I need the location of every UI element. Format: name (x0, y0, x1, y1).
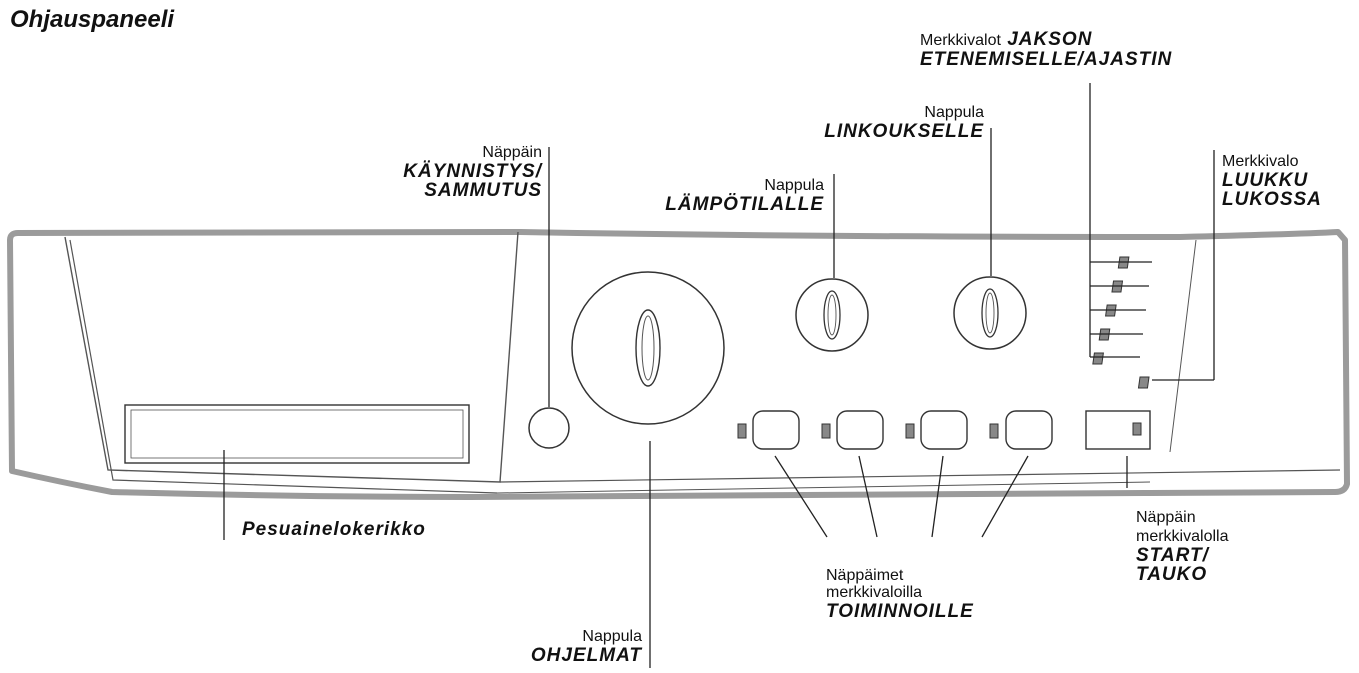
panel-lower-line-2 (496, 481, 1151, 494)
on-off-label: Näppäin KÄYNNISTYS/ SAMMUTUS (330, 143, 542, 200)
progress-name-2: ETENEMISELLE/AJASTIN (920, 49, 1173, 70)
temperature-label: Nappula LÄMPÖTILALLE (600, 176, 824, 214)
drawer-handle (124, 404, 470, 464)
panel-outline (7, 229, 1350, 500)
drawer-outline (64, 231, 519, 483)
door-lock-light (1137, 376, 1150, 389)
start-pause-prefix-2: merkkivalolla (1136, 528, 1229, 545)
drawer-lower-edge (69, 239, 498, 494)
spin-prefix: Nappula (924, 104, 984, 121)
start-pause-name-1: START/ (1136, 545, 1209, 566)
panel-right-seam (1169, 239, 1197, 453)
on-off-name-2: SAMMUTUS (424, 180, 542, 201)
temperature-knob (795, 278, 869, 352)
program-name: OHJELMAT (530, 645, 642, 666)
start-pause-prefix-1: Näppäin (1136, 509, 1196, 526)
door-lock-label: Merkkivalo LUUKKU LUKOSSA (1222, 152, 1357, 209)
on-off-button (528, 407, 570, 449)
start-pause-label: Näppäin merkkivalolla START/ TAUKO (1136, 508, 1316, 584)
start-pause-button (1085, 410, 1151, 450)
panel-lower-line (499, 469, 1341, 483)
door-lock-name-2: LUKOSSA (1222, 189, 1322, 210)
page-title: Ohjauspaneeli (10, 6, 175, 33)
start-pause-name-2: TAUKO (1136, 564, 1208, 585)
door-lock-name-1: LUUKKU (1222, 170, 1309, 191)
temperature-prefix: Nappula (764, 177, 824, 194)
progress-name-1: JAKSON (1007, 29, 1093, 50)
on-off-name-1: KÄYNNISTYS/ (403, 161, 542, 182)
on-off-prefix: Näppäin (482, 144, 542, 161)
detergent-name: Pesuainelokerikko (242, 519, 426, 540)
function-prefix-2: merkkivaloilla (826, 584, 923, 601)
function-name: TOIMINNOILLE (826, 601, 974, 622)
spin-label: Nappula LINKOUKSELLE (762, 103, 984, 141)
function-button-3 (905, 410, 968, 450)
temperature-name: LÄMPÖTILALLE (665, 194, 824, 215)
spin-name: LINKOUKSELLE (824, 121, 984, 142)
program-label: Nappula OHJELMAT (470, 627, 642, 665)
function-button-1 (737, 410, 800, 450)
function-prefix-1: Näppäimet (826, 567, 904, 584)
program-prefix: Nappula (582, 628, 642, 645)
function-button-2 (821, 410, 884, 450)
program-knob (571, 271, 725, 425)
leader-lines (223, 83, 1215, 668)
function-buttons-label: Näppäimet merkkivaloilla TOIMINNOILLE (826, 566, 1046, 621)
progress-prefix: Merkkivalot (920, 32, 1001, 49)
function-button-4 (989, 410, 1053, 450)
detergent-label: Pesuainelokerikko (242, 520, 502, 539)
progress-lights-label: Merkkivalot JAKSON ETENEMISELLE/AJASTIN (920, 30, 1280, 69)
spin-knob (953, 276, 1027, 350)
door-lock-prefix: Merkkivalo (1222, 153, 1299, 170)
